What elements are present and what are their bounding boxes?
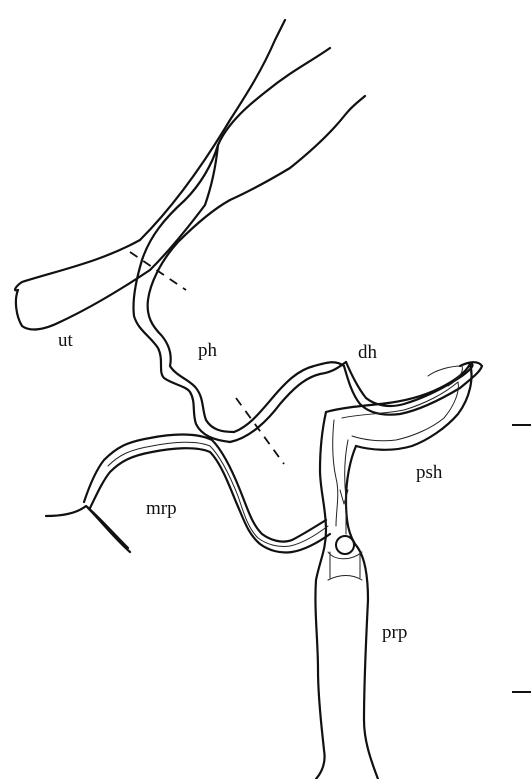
mrp-branch-lower [90,448,330,552]
prp-stem-right [346,446,378,779]
dh-tube-lower [230,362,346,442]
ut-tube-upper-wall [22,20,285,282]
ut-stump-end [15,282,22,290]
prp-inner-left [333,420,338,526]
prp-valve-ring [336,536,354,554]
label-psh: psh [416,462,443,483]
ph-tube-wall-left-a [133,145,230,442]
label-ut: ut [58,330,74,351]
prp-chamber [328,552,362,580]
ph-tube-wall-outer [230,96,365,200]
mrp-branch-mid [108,442,328,546]
mrp-fork [46,506,130,552]
ph-tube-wall-left-b [148,200,234,432]
prp-stem-left [315,412,326,779]
label-prp: prp [382,622,407,643]
psh-pouch-inner [342,382,458,441]
ut-tube-lower-wall [16,48,330,329]
label-dh: dh [358,342,378,363]
label-ph: ph [198,340,218,361]
label-mrp: mrp [146,498,177,519]
